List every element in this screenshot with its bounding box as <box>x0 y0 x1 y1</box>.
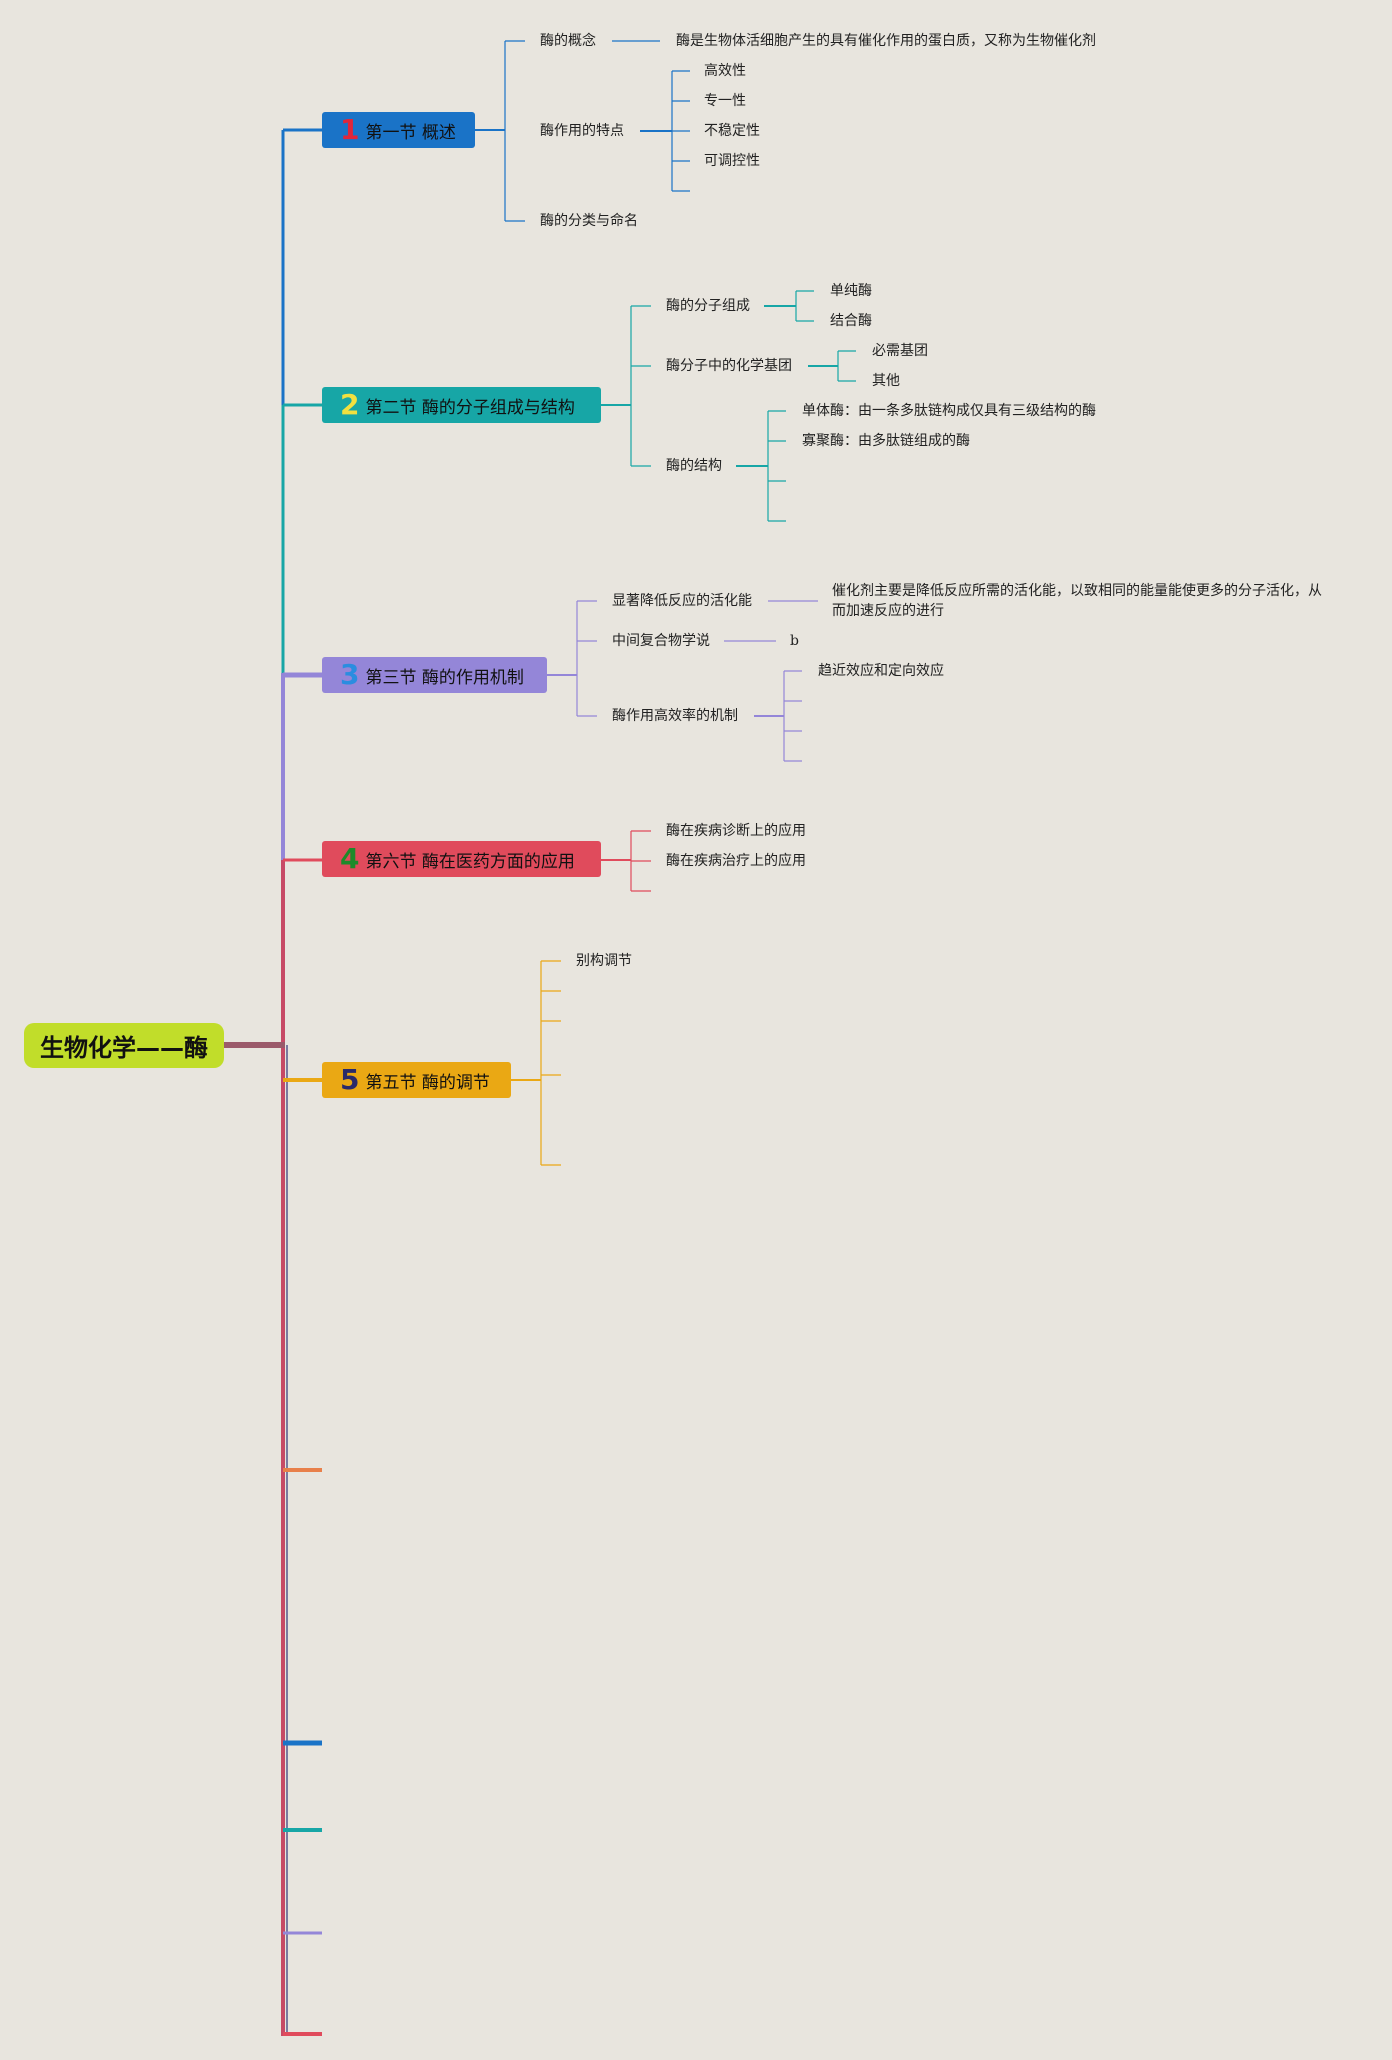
section-5-number: 5 <box>340 1063 360 1096</box>
s3-activation-detail[interactable]: 催化剂主要是降低反应所需的活化能，以致相同的能量能使更多的分子活化，从而加速反应… <box>832 583 1322 619</box>
section-2-title: 第二节 酶的分子组成与结构 <box>365 397 575 418</box>
s2-groups-1[interactable]: 必需基团 <box>872 343 928 359</box>
s2-groups-2[interactable]: 其他 <box>872 373 900 389</box>
s2-item-composition[interactable]: 酶的分子组成 <box>666 298 750 314</box>
s1-feature-2[interactable]: 专一性 <box>704 93 746 109</box>
s1-item-concept[interactable]: 酶的概念 <box>540 33 596 49</box>
s3-item-intermediate[interactable]: 中间复合物学说 <box>612 633 710 649</box>
section-2-number: 2 <box>340 388 360 421</box>
s4-item-diagnosis[interactable]: 酶在疾病诊断上的应用 <box>666 823 806 839</box>
s1-item-concept-detail[interactable]: 酶是生物体活细胞产生的具有催化作用的蛋白质，又称为生物催化剂 <box>676 33 1096 49</box>
root-topic[interactable]: 生物化学——酶 <box>24 1023 224 1068</box>
section-3-number: 3 <box>340 658 360 691</box>
section-1-title: 第一节 概述 <box>365 122 456 143</box>
section-2-topic[interactable]: 2 第二节 酶的分子组成与结构 <box>322 387 601 423</box>
s3-efficiency-1[interactable]: 趋近效应和定向效应 <box>818 663 944 679</box>
section-1-number: 1 <box>340 113 360 146</box>
section-4-topic[interactable]: 4 第六节 酶在医药方面的应用 <box>322 841 601 877</box>
s2-item-structure[interactable]: 酶的结构 <box>666 458 722 474</box>
section-3-topic[interactable]: 3 第三节 酶的作用机制 <box>322 657 547 693</box>
s1-item-classification[interactable]: 酶的分类与命名 <box>540 213 638 229</box>
s3-intermediate-detail[interactable]: b <box>790 633 799 649</box>
section-5-title: 第五节 酶的调节 <box>365 1072 490 1093</box>
s1-feature-4[interactable]: 可调控性 <box>704 153 760 169</box>
section-4-number: 4 <box>340 842 360 875</box>
s3-item-efficiency[interactable]: 酶作用高效率的机制 <box>612 708 738 724</box>
s2-structure-1[interactable]: 单体酶：由一条多肽链构成仅具有三级结构的酶 <box>802 403 1096 419</box>
s5-item-allosteric[interactable]: 别构调节 <box>576 953 632 969</box>
section-4-title: 第六节 酶在医药方面的应用 <box>365 851 575 872</box>
section-1-topic[interactable]: 1 第一节 概述 <box>322 112 475 148</box>
section-3-title: 第三节 酶的作用机制 <box>365 667 524 688</box>
s1-feature-3[interactable]: 不稳定性 <box>704 123 760 139</box>
s1-feature-1[interactable]: 高效性 <box>704 63 746 79</box>
s1-item-features[interactable]: 酶作用的特点 <box>540 123 624 139</box>
section-5-topic[interactable]: 5 第五节 酶的调节 <box>322 1062 511 1098</box>
s2-composition-1[interactable]: 单纯酶 <box>830 283 872 299</box>
s2-composition-2[interactable]: 结合酶 <box>830 313 872 329</box>
s2-structure-2[interactable]: 寡聚酶：由多肽链组成的酶 <box>802 433 970 449</box>
s2-item-groups[interactable]: 酶分子中的化学基团 <box>666 358 792 374</box>
s4-item-treatment[interactable]: 酶在疾病治疗上的应用 <box>666 853 806 869</box>
s3-item-activation[interactable]: 显著降低反应的活化能 <box>612 593 752 609</box>
